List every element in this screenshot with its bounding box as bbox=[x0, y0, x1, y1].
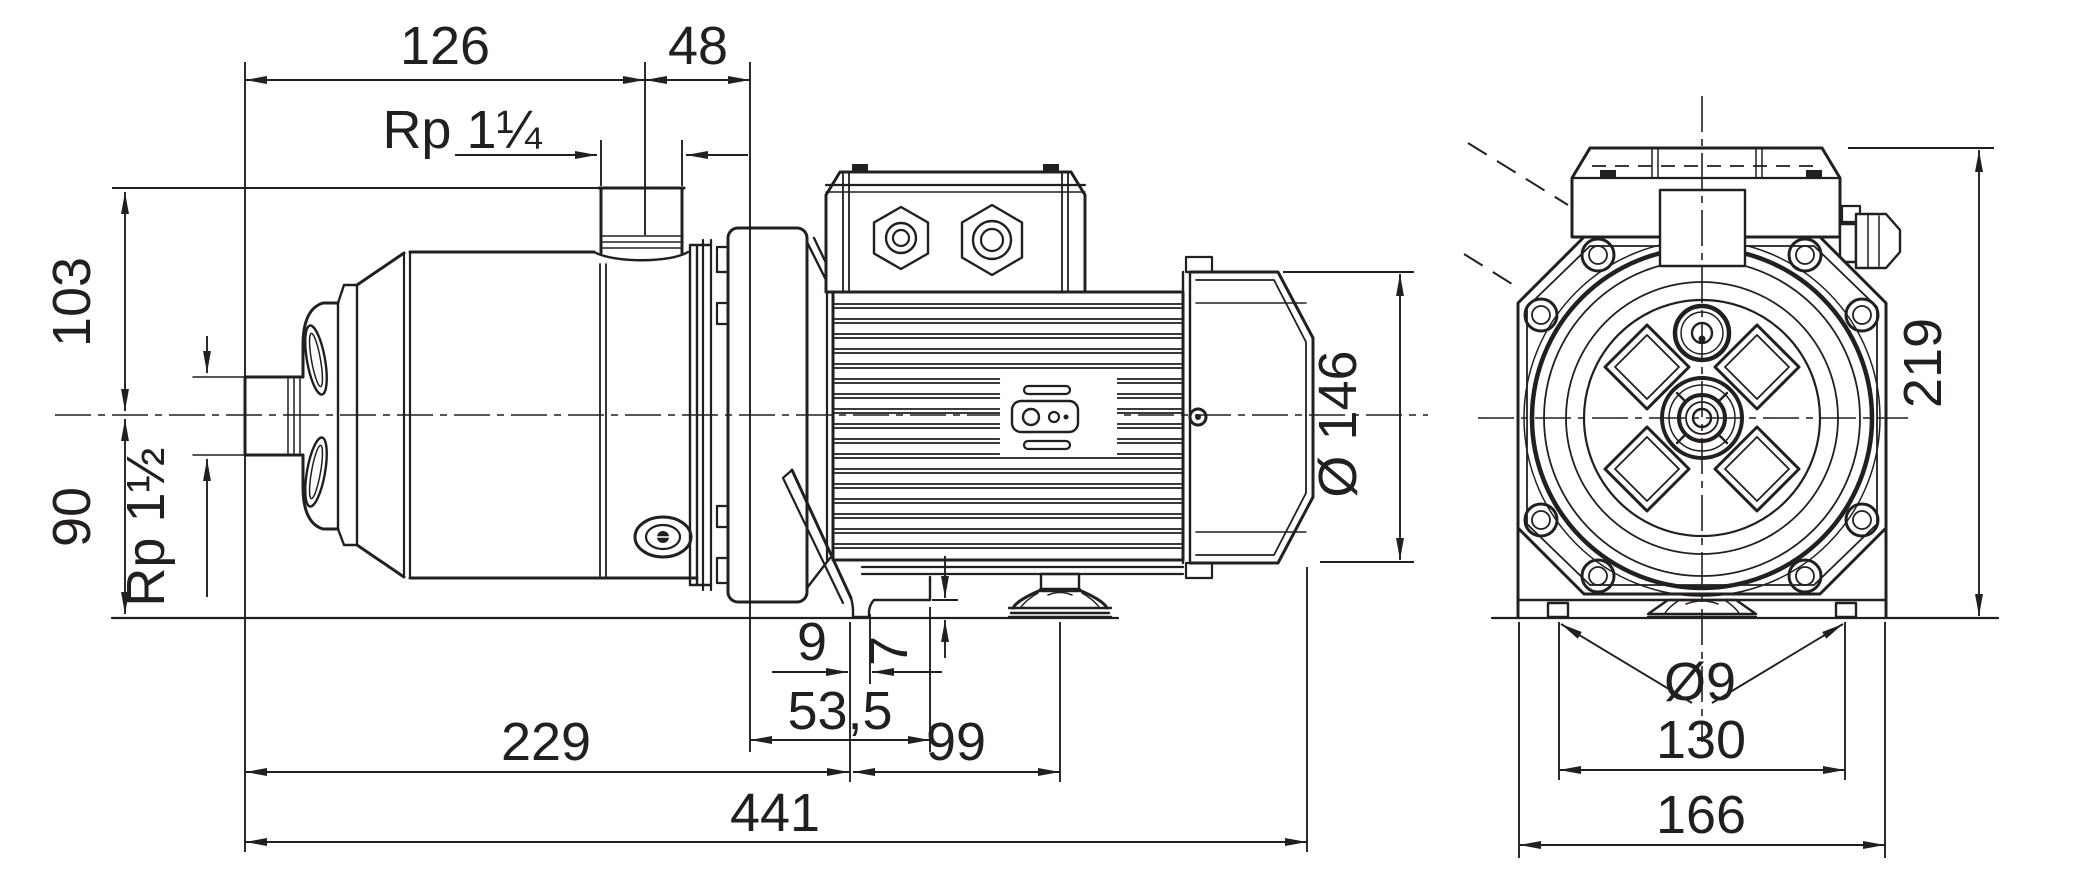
front-lid-screw-right bbox=[1806, 170, 1822, 179]
dim-48-label: 48 bbox=[668, 16, 728, 76]
dim-441-label: 441 bbox=[730, 783, 820, 843]
support-bracket bbox=[781, 468, 932, 619]
side-view-labels: 126 48 Rp 1¼ 103 90 Rp 1½ Ø 146 9 7 53,5… bbox=[42, 16, 1368, 843]
dim-166-label: 166 bbox=[1656, 785, 1746, 845]
front-lid-screw-left bbox=[1600, 170, 1616, 179]
motor-nameplate bbox=[1000, 378, 1117, 456]
flange-bolts bbox=[1523, 237, 1880, 594]
mounting-slot-left bbox=[1546, 601, 1570, 619]
fan-guard-vents bbox=[1603, 323, 1801, 513]
discharge-port-label: Rp 1¼ bbox=[382, 100, 542, 160]
fan-cover-clip-top bbox=[1184, 255, 1214, 274]
dim-229-label: 229 bbox=[501, 712, 591, 772]
motor-foot bbox=[1007, 572, 1113, 619]
dim-146-label: Ø 146 bbox=[1308, 350, 1368, 497]
cover-lug-top bbox=[304, 324, 328, 396]
lid-screw-left bbox=[852, 164, 868, 172]
front-view-labels: 219 Ø9 130 166 bbox=[1656, 318, 1953, 845]
mounting-hole-label: Ø9 bbox=[1664, 652, 1736, 712]
front-view-dimensions bbox=[1490, 147, 2000, 858]
fan-cover-clip-bottom bbox=[1184, 561, 1214, 580]
cover-lug-bottom bbox=[304, 436, 328, 508]
fan-cover-screw bbox=[1188, 407, 1208, 427]
drain-plug bbox=[633, 515, 693, 559]
dim-126-label: 126 bbox=[400, 16, 490, 76]
dim-7-label: 7 bbox=[859, 636, 919, 666]
discharge-port bbox=[597, 186, 686, 255]
dim-99-label: 99 bbox=[926, 712, 986, 772]
side-view: 126 48 Rp 1¼ 103 90 Rp 1½ Ø 146 9 7 53,5… bbox=[42, 16, 1428, 852]
mounting-feet bbox=[1516, 526, 1888, 619]
suction-port bbox=[192, 375, 305, 457]
dim-90-label: 90 bbox=[42, 487, 102, 547]
dim-9-label: 9 bbox=[797, 612, 827, 672]
pump-end-cover bbox=[301, 283, 359, 547]
pump-casing bbox=[355, 238, 713, 592]
suction-port-label: Rp 1½ bbox=[116, 447, 176, 606]
lid-screw-right bbox=[1043, 164, 1059, 172]
terminal-box-side bbox=[824, 164, 1087, 294]
cable-entry-boss-small bbox=[872, 205, 930, 271]
cable-gland bbox=[1838, 204, 1902, 270]
side-view-dimensions bbox=[112, 62, 1414, 852]
mounting-slot-right bbox=[1834, 601, 1858, 619]
cable-entry-boss-large bbox=[960, 203, 1024, 277]
dim-103-label: 103 bbox=[42, 257, 102, 347]
projection-lines bbox=[1463, 142, 1569, 285]
dim-219-label: 219 bbox=[1893, 318, 1953, 408]
dim-53-5-label: 53,5 bbox=[787, 681, 892, 741]
dim-130-label: 130 bbox=[1656, 710, 1746, 770]
front-view: 219 Ø9 130 166 bbox=[1463, 96, 2000, 858]
fan-cover bbox=[1181, 255, 1315, 580]
